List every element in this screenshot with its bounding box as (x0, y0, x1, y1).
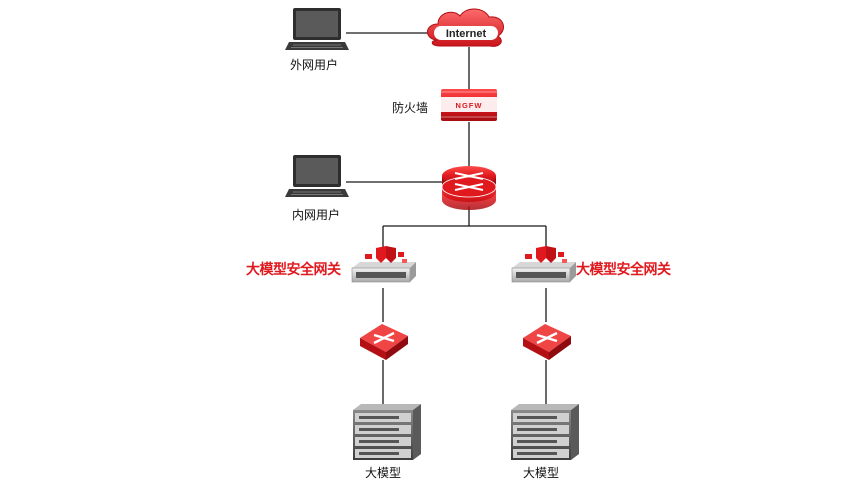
server-rack-icon (353, 404, 421, 460)
firewall-badge: NGFW (456, 101, 483, 110)
internet-cloud-label: Internet (446, 28, 487, 40)
firewall-label: 防火墙 (392, 101, 429, 115)
connection-lines (346, 32, 547, 404)
model-left-label: 大模型 (365, 466, 402, 480)
security-gateway-icon (351, 246, 416, 283)
laptop-icon (285, 8, 349, 50)
external-user-label: 外网用户 (290, 58, 339, 72)
internet-cloud-icon (427, 8, 504, 47)
switch-icon (523, 324, 571, 360)
gateway-right-label: 大模型安全网关 (576, 262, 671, 278)
laptop-icon (285, 155, 349, 197)
model-right-label: 大模型 (523, 466, 560, 480)
firewall-icon (441, 89, 497, 121)
internal-user-label: 内网用户 (292, 208, 341, 222)
security-gateway-icon (511, 246, 576, 283)
gateway-left-label: 大模型安全网关 (246, 262, 341, 278)
switch-icon (360, 324, 408, 360)
server-rack-icon (511, 404, 579, 460)
core-router-icon (441, 166, 497, 210)
